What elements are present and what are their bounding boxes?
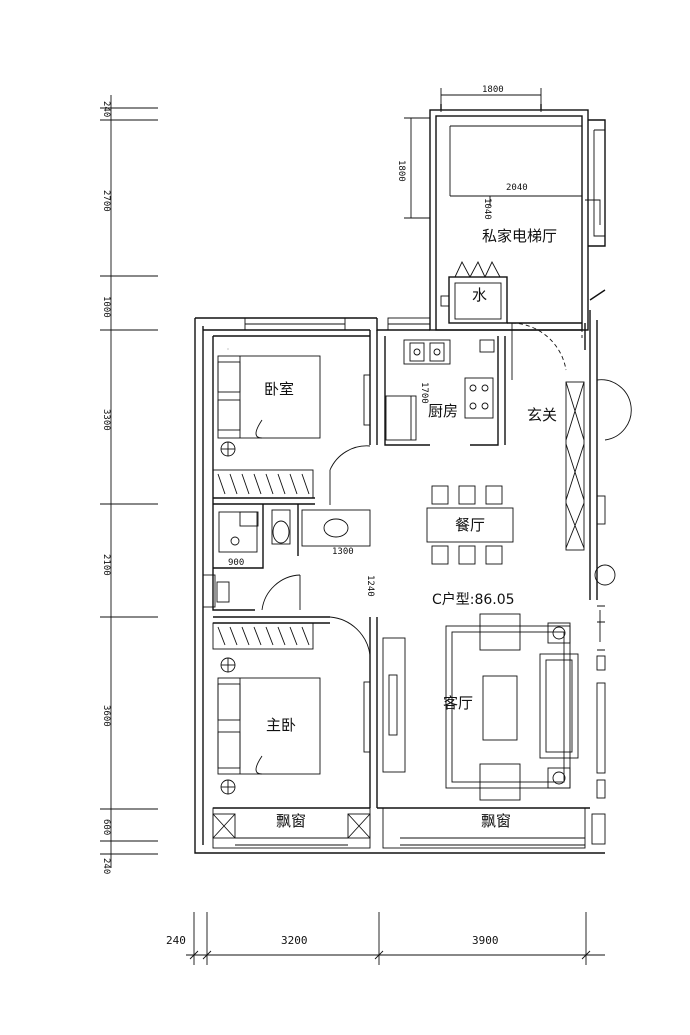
dim-bath-width: 900 — [228, 558, 244, 568]
dim-wash-width: 1300 — [332, 547, 354, 557]
foyer-label: 玄关 — [527, 406, 557, 424]
dim-bottom-3200: 3200 — [281, 934, 308, 947]
dim-left-2700: 2700 — [101, 190, 111, 212]
dim-left-2100: 2100 — [101, 554, 111, 576]
bay-windows: 飘窗 飘窗 — [212, 807, 586, 849]
bedroom-label: 卧室 — [264, 380, 294, 398]
dim-top-width: 1800 — [482, 85, 504, 95]
bay-window-left-label: 飘窗 — [276, 812, 306, 830]
dim-hall-width: 2040 — [506, 183, 528, 193]
dim-hall-inner: 1040 — [482, 198, 492, 220]
left-dimension-chain: 240 2700 1000 3300 2100 3600 600 240 — [100, 95, 158, 874]
living-set: 客厅 — [443, 613, 579, 801]
living-label: 客厅 — [443, 694, 473, 712]
dim-left-3600: 3600 — [101, 705, 111, 727]
dim-bottom-240: 240 — [166, 934, 186, 947]
bay-window-right-label: 飘窗 — [481, 812, 511, 830]
dim-left-600: 600 — [101, 819, 111, 835]
dim-corridor: 1240 — [365, 575, 375, 597]
master-bedroom-label: 主卧 — [266, 716, 296, 734]
bedroom-furniture: 卧室 — [217, 348, 321, 457]
dim-bottom-3900: 3900 — [472, 934, 499, 947]
dining-set: 餐厅 C户型:86.05 — [426, 485, 515, 608]
master-bedroom-furniture: 主卧 — [217, 657, 321, 795]
dim-left-240-top: 240 — [101, 101, 111, 117]
water-shaft-label: 水 — [472, 286, 487, 304]
dim-left-1000: 1000 — [101, 296, 111, 318]
unit-walls: 1700 厨房 玄关 1300 900 — [194, 289, 632, 854]
elevator-hall-label: 私家电梯厅 — [482, 227, 557, 245]
bottom-dimension-chain: 240 3200 3900 — [166, 912, 605, 965]
dim-kitchen-depth: 1700 — [419, 382, 429, 404]
dim-left-240-bottom: 240 — [101, 858, 111, 874]
elevator-hall: 1800 1800 2040 1040 私家电梯厅 水 — [396, 85, 606, 331]
unit-type-label: C户型:86.05 — [432, 591, 515, 608]
dining-label: 餐厅 — [455, 516, 485, 534]
kitchen-label: 厨房 — [428, 402, 458, 420]
dim-left-3300: 3300 — [101, 409, 111, 431]
dim-hall-depth: 1800 — [396, 160, 406, 182]
